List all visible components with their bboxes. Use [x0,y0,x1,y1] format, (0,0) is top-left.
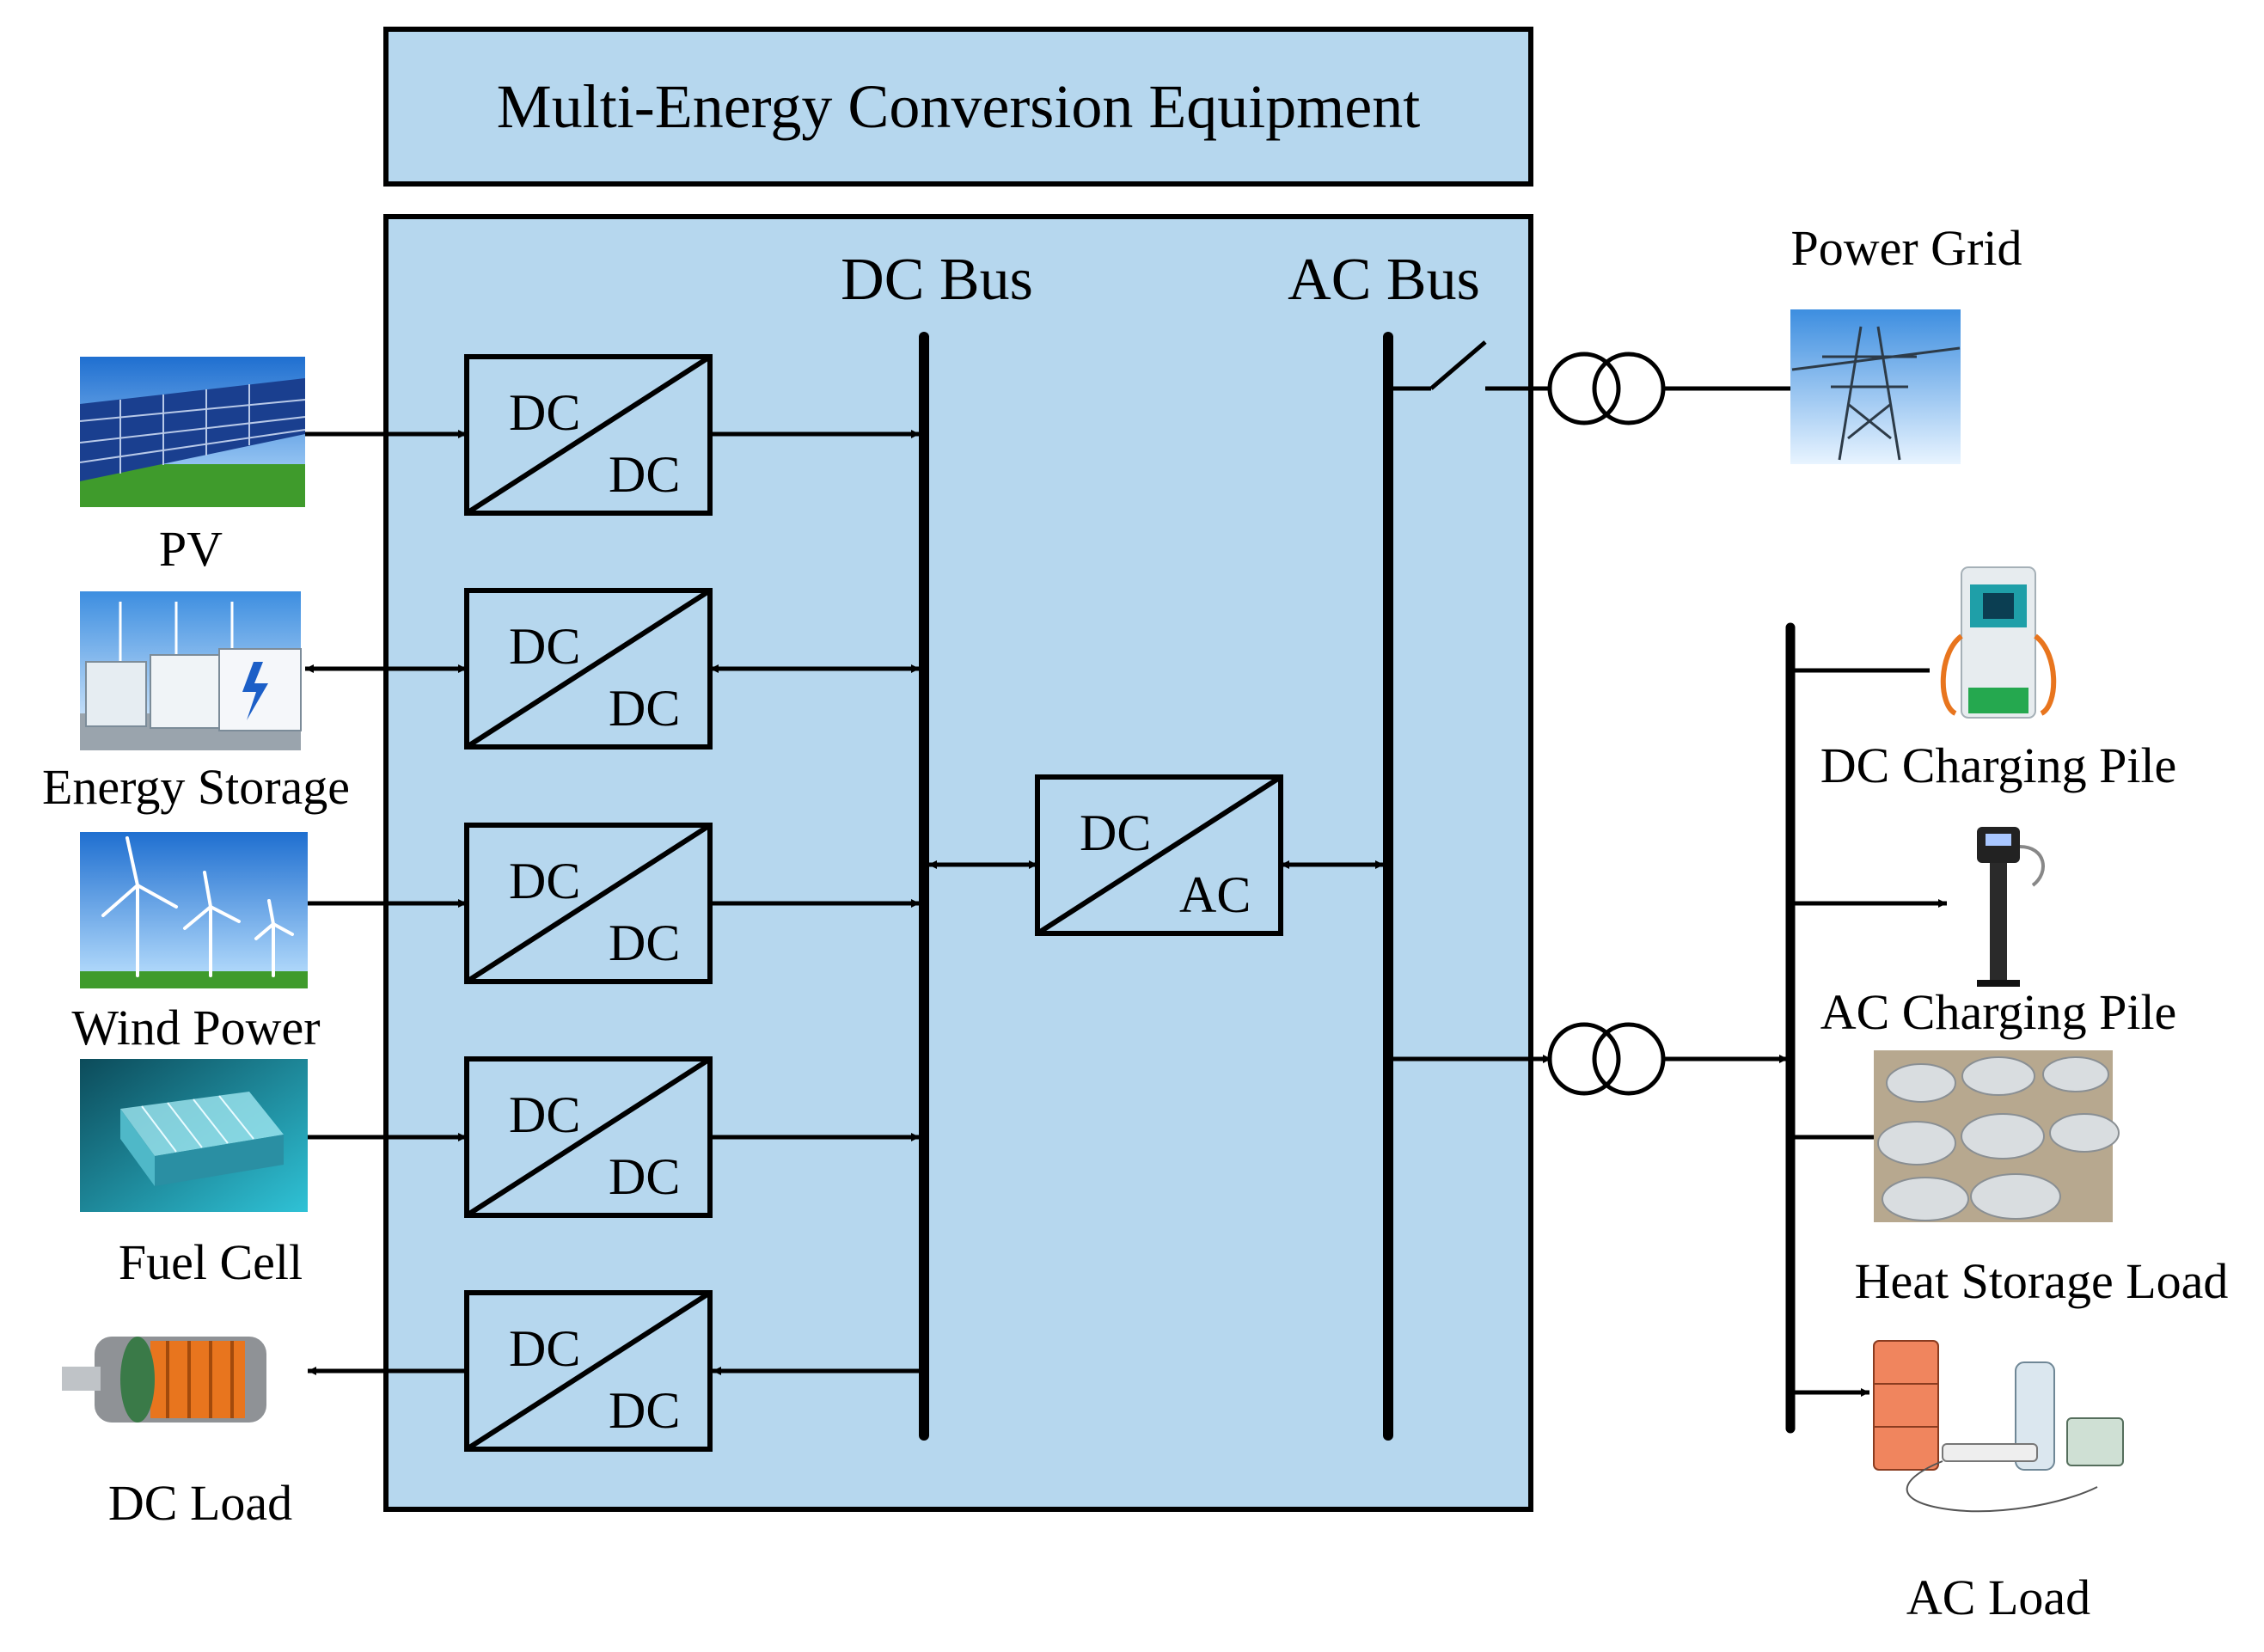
motor-icon [58,1300,308,1450]
converter-bottom-label: DC [609,1382,680,1439]
ac-charger-icon [1977,827,2045,987]
wind-turbine-icon [80,832,308,988]
wind-power-label: Wind Power [71,1000,320,1055]
grid-transformer-icon [1547,352,1666,425]
connection-lines [305,430,1384,1375]
converter-dc-ac: DC AC [1035,774,1283,936]
ac-load-label: AC Load [1906,1569,2090,1625]
converter-bottom-label: AC [1179,866,1251,923]
dc-charging-pile-label: DC Charging Pile [1820,737,2177,793]
heat-storage-load-label: Heat Storage Load [1855,1253,2229,1309]
converter-top-label: DC [509,618,580,675]
power-grid-label: Power Grid [1790,220,2022,276]
converter-top-label: DC [509,1086,580,1143]
converter-dc-load: DC DC [464,1290,713,1452]
load-transformer-icon [1547,1022,1666,1096]
home-appliances-icon [1873,1340,2124,1513]
grid-switch [1429,340,1487,390]
converter-top-label: DC [1080,805,1151,861]
battery-container-icon [80,591,302,750]
converter-bottom-label: DC [609,915,680,971]
converter-storage: DC DC [464,588,713,750]
dc-load-label: DC Load [108,1475,292,1531]
converter-fuel-cell: DC DC [464,1056,713,1218]
grid-connection [1388,340,1805,425]
converter-wind: DC DC [464,823,713,984]
dc-bus-label: DC Bus [841,247,1033,313]
heat-tanks-icon [1874,1050,2120,1222]
converter-bottom-label: DC [609,446,680,503]
ac-distribution [1388,622,1947,1434]
energy-storage-label: Energy Storage [42,759,350,815]
title-box: Multi-Energy Conversion Equipment [383,27,1533,187]
fuel-cell-label: Fuel Cell [119,1234,303,1290]
converter-top-label: DC [509,384,580,441]
ac-bus-label: AC Bus [1288,247,1480,313]
dc-charger-icon [1930,564,2067,719]
ac-charging-pile-label: AC Charging Pile [1820,984,2177,1040]
converter-bottom-label: DC [609,1148,680,1205]
solar-panel-icon [79,357,306,507]
converter-top-label: DC [509,1320,580,1377]
transmission-tower-icon [1790,309,1961,464]
pv-label: PV [159,521,223,577]
converter-bottom-label: DC [609,680,680,737]
converter-top-label: DC [509,853,580,909]
diagram-title: Multi-Energy Conversion Equipment [497,72,1421,141]
fuel-cell-icon [80,1059,308,1212]
